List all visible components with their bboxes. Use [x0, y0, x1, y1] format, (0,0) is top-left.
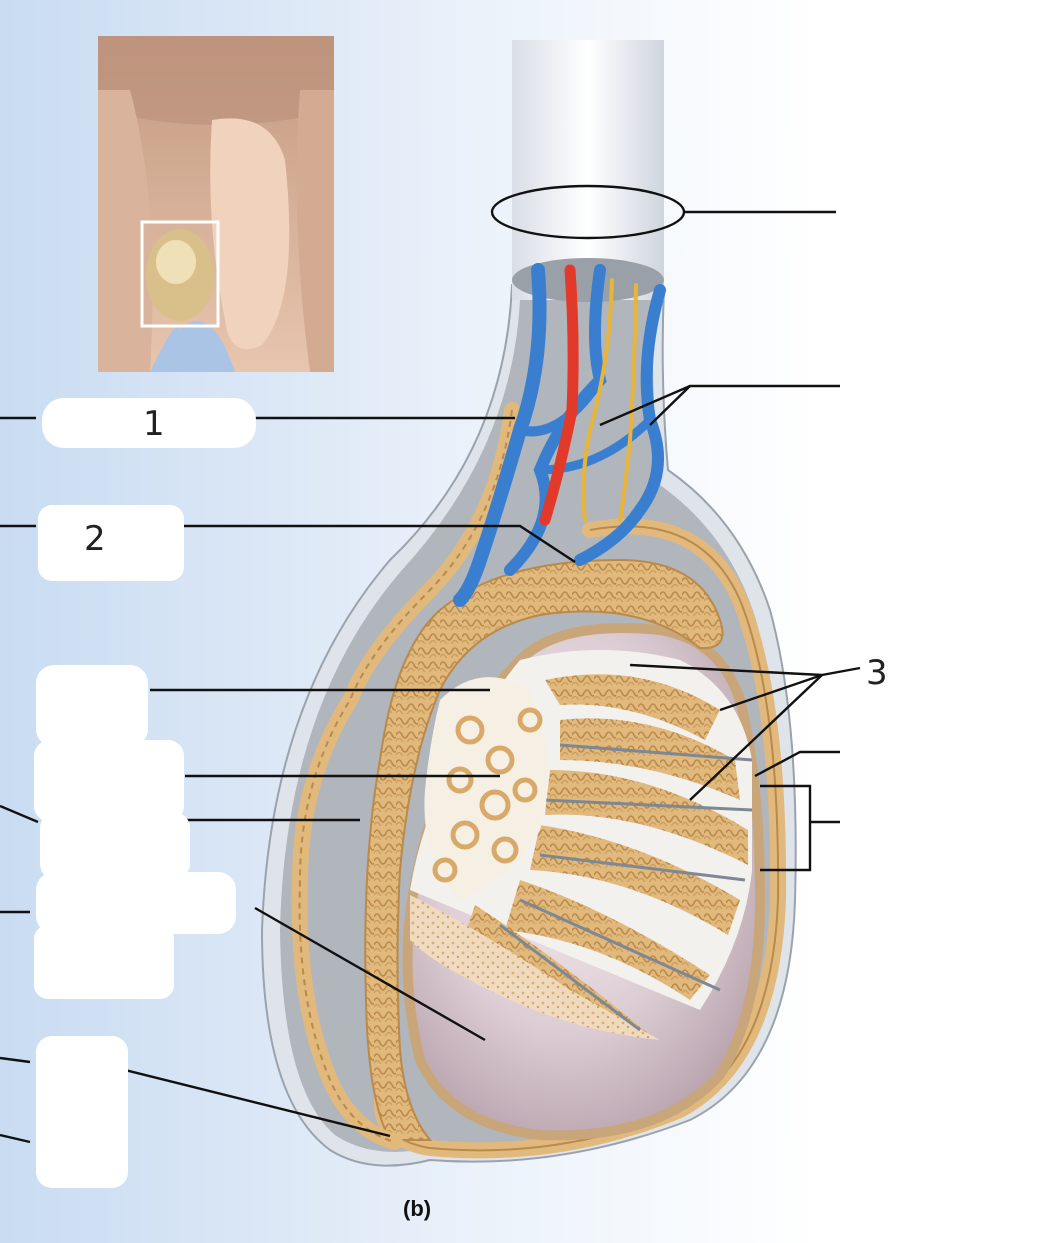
inset-highlight-box: [140, 220, 220, 328]
label-1: 1: [143, 404, 165, 444]
figure-caption: (b): [403, 1196, 431, 1221]
blood-vessels: [453, 263, 666, 607]
erased-label-patches: [34, 398, 256, 1188]
label-3: 3: [866, 653, 888, 693]
inset-location-image: [98, 36, 334, 372]
label-2: 2: [84, 519, 106, 559]
spermatic-cord: [512, 40, 664, 302]
leader-lines: [0, 210, 861, 1144]
epididymis: [364, 558, 724, 1141]
rete-testis: [424, 677, 548, 900]
